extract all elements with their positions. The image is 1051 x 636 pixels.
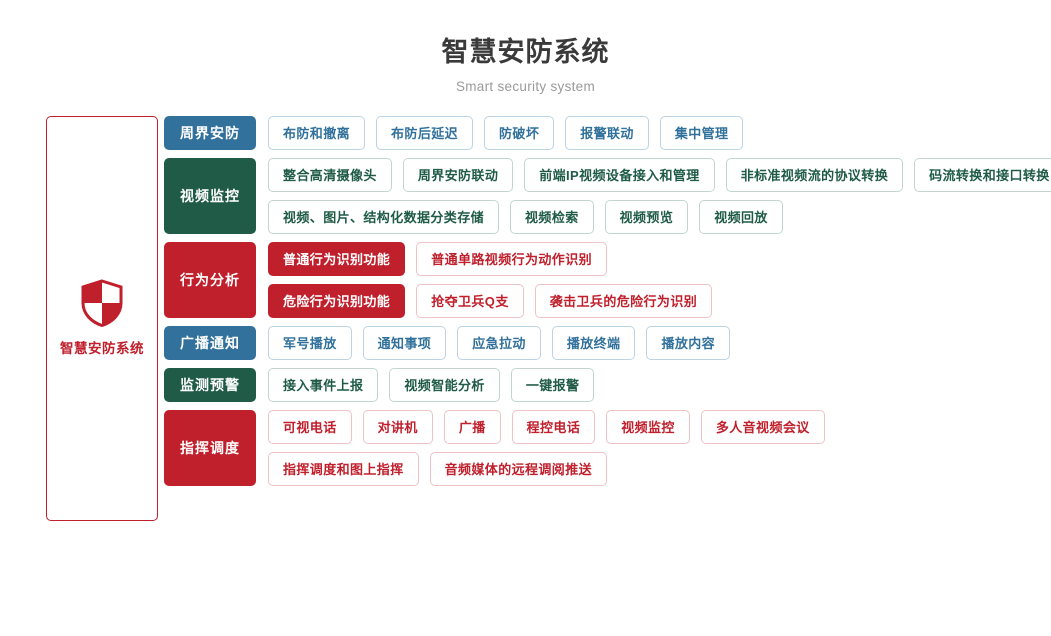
brand-label: 智慧安防系统	[60, 341, 144, 357]
category-row: 视频监控整合高清摄像头周界安防联动前端IP视频设备接入和管理非标准视频流的协议转…	[164, 157, 1051, 234]
feature-pill[interactable]: 危险行为识别功能	[268, 283, 406, 318]
feature-pill[interactable]: 非标准视频流的协议转换	[725, 157, 904, 192]
feature-pill[interactable]: 码流转换和接口转换	[914, 157, 1051, 192]
item-line: 布防和撤离布防后延迟防破坏报警联动集中管理	[268, 115, 1051, 150]
feature-pill[interactable]: 军号播放	[268, 325, 352, 360]
item-line: 可视电话对讲机广播程控电话视频监控多人音视频会议	[268, 409, 1051, 444]
feature-pill[interactable]: 应急拉动	[457, 325, 541, 360]
item-line: 接入事件上报视频智能分析一键报警	[268, 367, 1051, 402]
item-line: 视频、图片、结构化数据分类存储视频检索视频预览视频回放	[268, 199, 1051, 234]
category-items: 军号播放通知事项应急拉动播放终端播放内容	[268, 325, 1051, 360]
category-items: 接入事件上报视频智能分析一键报警	[268, 367, 1051, 402]
category-tile[interactable]: 指挥调度	[164, 409, 256, 486]
page-title: 智慧安防系统	[441, 37, 610, 67]
item-line: 指挥调度和图上指挥音频媒体的远程调阅推送	[268, 451, 1051, 486]
page-header: 智慧安防系统 Smart security system	[0, 0, 1051, 94]
feature-pill[interactable]: 可视电话	[268, 409, 352, 444]
feature-pill[interactable]: 通知事项	[362, 325, 447, 360]
feature-pill[interactable]: 一键报警	[510, 367, 595, 402]
feature-pill[interactable]: 前端IP视频设备接入和管理	[524, 157, 715, 192]
feature-pill[interactable]: 接入事件上报	[268, 367, 379, 402]
feature-pill[interactable]: 指挥调度和图上指挥	[268, 451, 419, 486]
feature-pill[interactable]: 音频媒体的远程调阅推送	[429, 451, 608, 486]
item-line: 危险行为识别功能抢夺卫兵Q支袭击卫兵的危险行为识别	[268, 283, 1051, 318]
item-line: 普通行为识别功能普通单路视频行为动作识别	[268, 241, 1051, 276]
feature-pill[interactable]: 布防和撤离	[268, 115, 366, 150]
feature-pill[interactable]: 普通单路视频行为动作识别	[416, 241, 608, 276]
feature-pill[interactable]: 视频检索	[510, 199, 594, 234]
feature-pill[interactable]: 整合高清摄像头	[268, 157, 392, 192]
category-tile[interactable]: 行为分析	[164, 241, 256, 318]
category-items: 可视电话对讲机广播程控电话视频监控多人音视频会议指挥调度和图上指挥音频媒体的远程…	[268, 409, 1051, 486]
category-tile[interactable]: 周界安防	[164, 115, 256, 150]
feature-pill[interactable]: 播放内容	[646, 325, 731, 360]
feature-pill[interactable]: 抢夺卫兵Q支	[416, 283, 524, 318]
feature-pill[interactable]: 周界安防联动	[402, 157, 514, 192]
page-subtitle: Smart security system	[455, 78, 596, 94]
category-row: 监测预警接入事件上报视频智能分析一键报警	[164, 367, 1051, 402]
feature-pill[interactable]: 播放终端	[551, 325, 636, 360]
category-items: 普通行为识别功能普通单路视频行为动作识别危险行为识别功能抢夺卫兵Q支袭击卫兵的危…	[268, 241, 1051, 318]
feature-pill[interactable]: 程控电话	[511, 409, 596, 444]
category-tile[interactable]: 视频监控	[164, 157, 256, 234]
feature-pill[interactable]: 普通行为识别功能	[268, 241, 406, 276]
capability-diagram: 智慧安防系统 周界安防布防和撤离布防后延迟防破坏报警联动集中管理视频监控整合高清…	[0, 115, 1051, 521]
category-items: 整合高清摄像头周界安防联动前端IP视频设备接入和管理非标准视频流的协议转换码流转…	[268, 157, 1051, 234]
feature-pill[interactable]: 防破坏	[484, 115, 555, 150]
feature-pill[interactable]: 视频、图片、结构化数据分类存储	[268, 199, 500, 234]
category-items: 布防和撤离布防后延迟防破坏报警联动集中管理	[268, 115, 1051, 150]
feature-pill[interactable]: 集中管理	[659, 115, 744, 150]
feature-pill[interactable]: 视频预览	[604, 199, 689, 234]
brand-panel: 智慧安防系统	[46, 115, 158, 521]
category-row: 指挥调度可视电话对讲机广播程控电话视频监控多人音视频会议指挥调度和图上指挥音频媒…	[164, 409, 1051, 486]
feature-pill[interactable]: 视频回放	[699, 199, 783, 234]
feature-pill[interactable]: 对讲机	[362, 409, 433, 444]
category-row: 周界安防布防和撤离布防后延迟防破坏报警联动集中管理	[164, 115, 1051, 150]
feature-pill[interactable]: 多人音视频会议	[700, 409, 825, 444]
shield-icon	[80, 279, 124, 328]
category-tile[interactable]: 监测预警	[164, 367, 256, 402]
item-line: 军号播放通知事项应急拉动播放终端播放内容	[268, 325, 1051, 360]
feature-pill[interactable]: 报警联动	[565, 115, 649, 150]
feature-pill[interactable]: 视频监控	[606, 409, 690, 444]
feature-pill[interactable]: 视频智能分析	[389, 367, 500, 402]
category-row: 行为分析普通行为识别功能普通单路视频行为动作识别危险行为识别功能抢夺卫兵Q支袭击…	[164, 241, 1051, 318]
feature-pill[interactable]: 广播	[443, 409, 501, 444]
item-line: 整合高清摄像头周界安防联动前端IP视频设备接入和管理非标准视频流的协议转换码流转…	[268, 157, 1051, 192]
feature-pill[interactable]: 布防后延迟	[376, 115, 474, 150]
feature-pill[interactable]: 袭击卫兵的危险行为识别	[534, 283, 713, 318]
category-row: 广播通知军号播放通知事项应急拉动播放终端播放内容	[164, 325, 1051, 360]
category-rows: 周界安防布防和撤离布防后延迟防破坏报警联动集中管理视频监控整合高清摄像头周界安防…	[164, 115, 1051, 486]
category-tile[interactable]: 广播通知	[164, 325, 256, 360]
